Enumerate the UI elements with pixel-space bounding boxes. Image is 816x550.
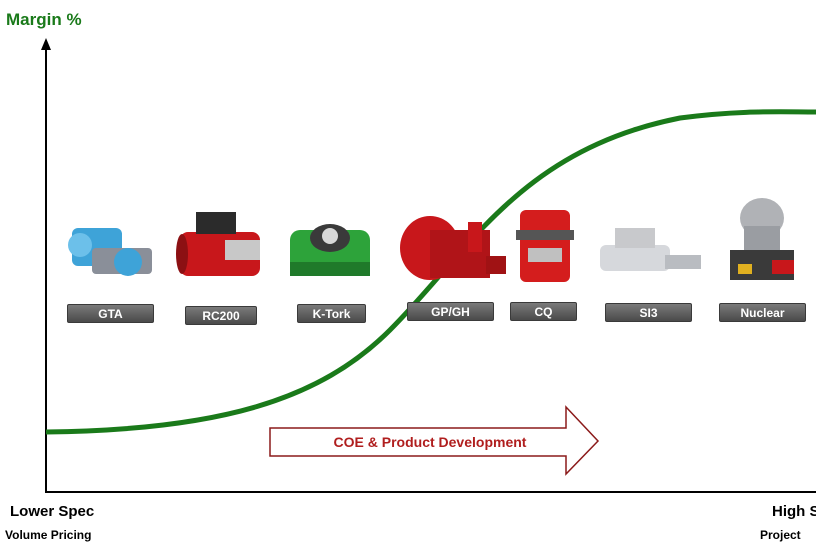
development-arrow-label: COE & Product Development <box>334 434 527 450</box>
product-label-gta: GTA <box>67 304 154 323</box>
cq-actuator-image <box>516 210 574 282</box>
nuclear-actuator-image <box>730 198 794 280</box>
product-label-si3: SI3 <box>605 303 692 322</box>
si3-actuator-image <box>600 228 701 271</box>
x-axis-left-label: Lower Spec <box>10 503 95 520</box>
product-label-gpgh: GP/GH <box>407 302 494 321</box>
x-axis-right-label: High S <box>772 503 816 520</box>
x-axis-right-sublabel: Project <box>760 528 801 542</box>
development-arrow <box>269 405 600 476</box>
product-label-nuclear: Nuclear <box>719 303 806 322</box>
y-axis-arrowhead <box>41 38 51 50</box>
gta-actuator-image <box>68 228 152 276</box>
product-label-rc200: RC200 <box>185 306 257 325</box>
chart-title: Margin % <box>6 10 82 29</box>
x-axis-left-sublabel: Volume Pricing <box>5 528 92 542</box>
rc200-actuator-image <box>176 212 260 276</box>
ktork-actuator-image <box>290 224 370 276</box>
product-label-cq: CQ <box>510 302 577 321</box>
product-label-ktork: K-Tork <box>297 304 366 323</box>
gpgh-actuator-image <box>400 216 506 280</box>
